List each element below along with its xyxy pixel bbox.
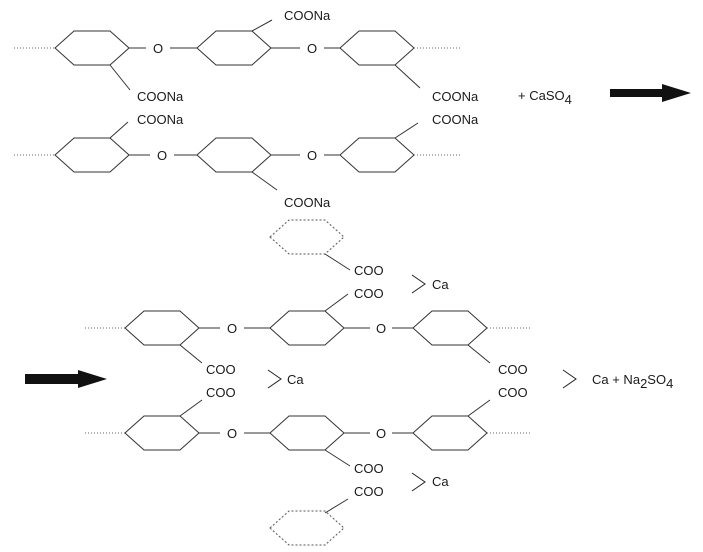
sodium-carboxylate-label: COONa (137, 89, 184, 104)
calcium-label: Ca (432, 474, 449, 489)
coordination-bracket (411, 472, 426, 492)
sodium-carboxylate-label: COONa (284, 8, 331, 23)
substituent-bond (109, 64, 131, 91)
benzene-ring (412, 310, 488, 346)
carboxylate-label: COO (206, 362, 236, 377)
benzene-ring (124, 310, 200, 346)
substituent-bond (324, 449, 351, 467)
svg-text:Ca + Na2SO4: Ca + Na2SO4 (592, 372, 673, 391)
reagent-formula: + CaSO (518, 88, 565, 103)
benzene-ring (339, 137, 415, 173)
substituent-bond (251, 171, 278, 191)
substituent-bond (467, 344, 491, 364)
carboxylate-label: COO (354, 263, 384, 278)
sodium-carboxylate-label: COONa (284, 195, 331, 210)
ether-oxygen: O (307, 148, 317, 163)
substituent-bond (109, 121, 129, 139)
reagent-subscript: 4 (565, 92, 572, 107)
calcium-label: Ca (432, 277, 449, 292)
ether-oxygen: O (307, 41, 317, 56)
substituent-bond (394, 64, 421, 89)
product-byproduct: Ca + Na (592, 372, 641, 387)
sodium-carboxylate-label: COONa (432, 112, 479, 127)
partial-ring (269, 219, 345, 255)
benzene-ring (54, 30, 130, 66)
coordination-bracket (562, 369, 577, 389)
svg-text:+ CaSO4: + CaSO4 (518, 88, 572, 107)
reactant-chain-1: O O COONa COONa COONa (14, 8, 479, 104)
reactant-chain-2: O O COONa COONa COONa (14, 112, 479, 210)
benzene-ring (339, 30, 415, 66)
substituent-bond (324, 498, 349, 514)
substituent-bond (467, 399, 491, 417)
carboxylate-label: COO (354, 484, 384, 499)
product-network: COO COO Ca O O COO COO Ca COO COO Ca + N… (85, 219, 673, 546)
benzene-ring (269, 310, 345, 346)
reaction-arrow-right (25, 370, 107, 388)
substituent-bond (324, 293, 349, 312)
calcium-label: Ca (287, 372, 304, 387)
benzene-ring (196, 137, 272, 173)
carboxylate-label: COO (354, 461, 384, 476)
benzene-ring (269, 415, 345, 451)
substituent-bond (324, 253, 351, 271)
ether-oxygen: O (227, 321, 237, 336)
coordination-bracket (411, 274, 426, 294)
sodium-carboxylate-label: COONa (137, 112, 184, 127)
ether-oxygen: O (153, 41, 163, 56)
carboxylate-label: COO (498, 385, 528, 400)
substituent-bond (179, 399, 203, 417)
benzene-ring (124, 415, 200, 451)
carboxylate-label: COO (354, 286, 384, 301)
carboxylate-label: COO (206, 385, 236, 400)
benzene-ring (54, 137, 130, 173)
benzene-ring (196, 30, 272, 66)
reagent-calcium-sulfate: + CaSO4 (518, 88, 572, 107)
ether-oxygen: O (227, 426, 237, 441)
substituent-bond (394, 122, 419, 139)
ether-oxygen: O (376, 321, 386, 336)
reaction-arrow-right (610, 84, 691, 102)
carboxylate-label: COO (498, 362, 528, 377)
ether-oxygen: O (157, 148, 167, 163)
sodium-carboxylate-label: COONa (432, 89, 479, 104)
substituent-bond (251, 19, 273, 32)
partial-ring (269, 510, 345, 546)
ether-oxygen: O (376, 426, 386, 441)
benzene-ring (412, 415, 488, 451)
substituent-bond (179, 344, 203, 364)
coordination-bracket (267, 369, 282, 389)
